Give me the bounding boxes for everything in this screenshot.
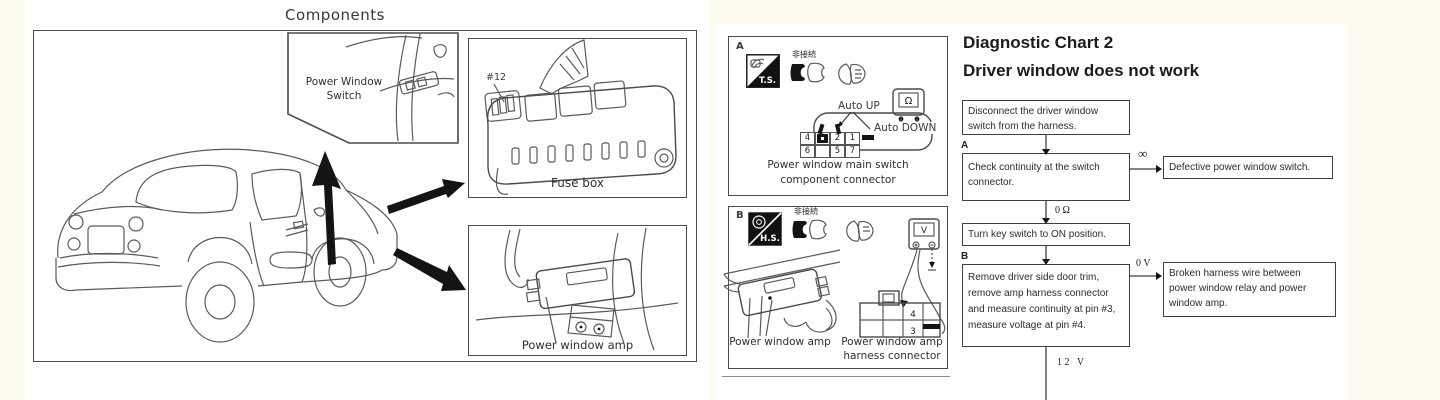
panel-b-connector-caption-line2: harness connector: [843, 350, 941, 362]
fuse-number: #12: [486, 72, 507, 83]
fusebox-label: Fuse box: [551, 176, 604, 190]
panel-b-label: B: [736, 210, 744, 221]
ground-icon: [928, 249, 936, 271]
components-title: Components: [285, 6, 385, 24]
callout-arrow-fusebox: [387, 179, 465, 214]
chart-title-line1: Diagnostic Chart 2: [963, 33, 1114, 52]
car-illustration: [55, 148, 398, 343]
round-connector-icon-a: [838, 63, 866, 85]
amp-inset-label: Power window amp: [521, 338, 634, 352]
pin-3-label: 3: [910, 327, 916, 337]
switch-inset-label-line2: Switch: [326, 90, 362, 102]
switch-inset: [287, 32, 459, 144]
round-connector-icon-b: [846, 220, 874, 242]
switch-inset-label-line1: Power Window: [305, 76, 383, 88]
components-frame: [33, 30, 697, 362]
chart-result-broken-harness: Broken harness wire between power window…: [1163, 262, 1336, 317]
auto-down-probe-tick: [862, 135, 874, 140]
chart-flow-arrows: [1042, 135, 1162, 400]
callout-arrow-switch: [312, 151, 341, 265]
panel-a-caption-line2: component connector: [780, 174, 896, 186]
pin-cell-4: 4: [800, 132, 815, 145]
edge-label-zero-ohm: 0 Ω: [1055, 205, 1070, 216]
disconnect-connector-icon-b: [792, 219, 827, 240]
pin-4-label: 4: [910, 310, 916, 320]
pin-cell-1: 1: [845, 132, 860, 145]
panel-b-connector-group: 4 3: [859, 249, 946, 338]
pin-cell-7: 7: [845, 145, 860, 158]
probe-on-pin-3-b: [923, 324, 940, 329]
probe-on-pin-3-center: [821, 137, 824, 140]
panel-b-amp-caption: Power window amp: [729, 336, 831, 348]
panel-b-connector-caption-line1: Power window amp: [841, 336, 943, 348]
chart-step-1: Disconnect the driver window switch from…: [962, 100, 1130, 135]
chart-step-b-label: B: [961, 251, 969, 262]
disconnect-label-a: 非接続: [792, 50, 816, 59]
ohm-symbol: Ω: [905, 96, 913, 107]
panel-b-amp-drawing: [723, 249, 841, 339]
pin-cell-blank: [815, 145, 830, 158]
chart-title-line2: Driver window does not work: [963, 61, 1200, 80]
chart-step-a-label: A: [961, 140, 969, 151]
circuit-tester-icon: T.S.: [746, 54, 780, 88]
callout-arrow-amp: [393, 248, 466, 291]
auto-up-label: Auto UP: [836, 100, 882, 112]
edge-label-infinity: ∞: [1138, 146, 1148, 161]
callout-arrows: [312, 151, 466, 291]
panel-a-caption-line1: Power window main switch: [767, 159, 909, 171]
pin-cell-5: 5: [830, 145, 845, 158]
volt-symbol: V: [921, 226, 928, 236]
amp-inset-drawing: [475, 227, 679, 351]
fusebox-drawing: [484, 39, 677, 195]
disconnect-connector-icon-a: [790, 62, 825, 83]
pin-cell-6: 6: [800, 145, 815, 158]
ts-badge-text: T.S.: [759, 76, 776, 86]
panel-a-label: A: [736, 41, 744, 52]
middle-column-rule: [722, 376, 950, 377]
edge-label-twelve-volt: 12 V: [1057, 357, 1087, 368]
chart-result-defective-switch: Defective power window switch.: [1163, 156, 1333, 179]
disconnect-label-b: 非接続: [794, 207, 818, 216]
hs-badge-text: H.S.: [760, 234, 780, 244]
chart-step-4: Remove driver side door trim, remove amp…: [962, 264, 1130, 347]
voltmeter-icon: V: [908, 218, 940, 271]
fusebox-inset: [468, 38, 687, 198]
edge-label-zero-volt: 0 V: [1136, 258, 1151, 269]
panel-a-wires: [813, 110, 933, 151]
auto-down-label: Auto DOWN: [872, 122, 939, 134]
chart-step-2: Check continuity at the switch connector…: [962, 153, 1130, 201]
high-speed-tester-icon: H.S.: [748, 212, 782, 246]
